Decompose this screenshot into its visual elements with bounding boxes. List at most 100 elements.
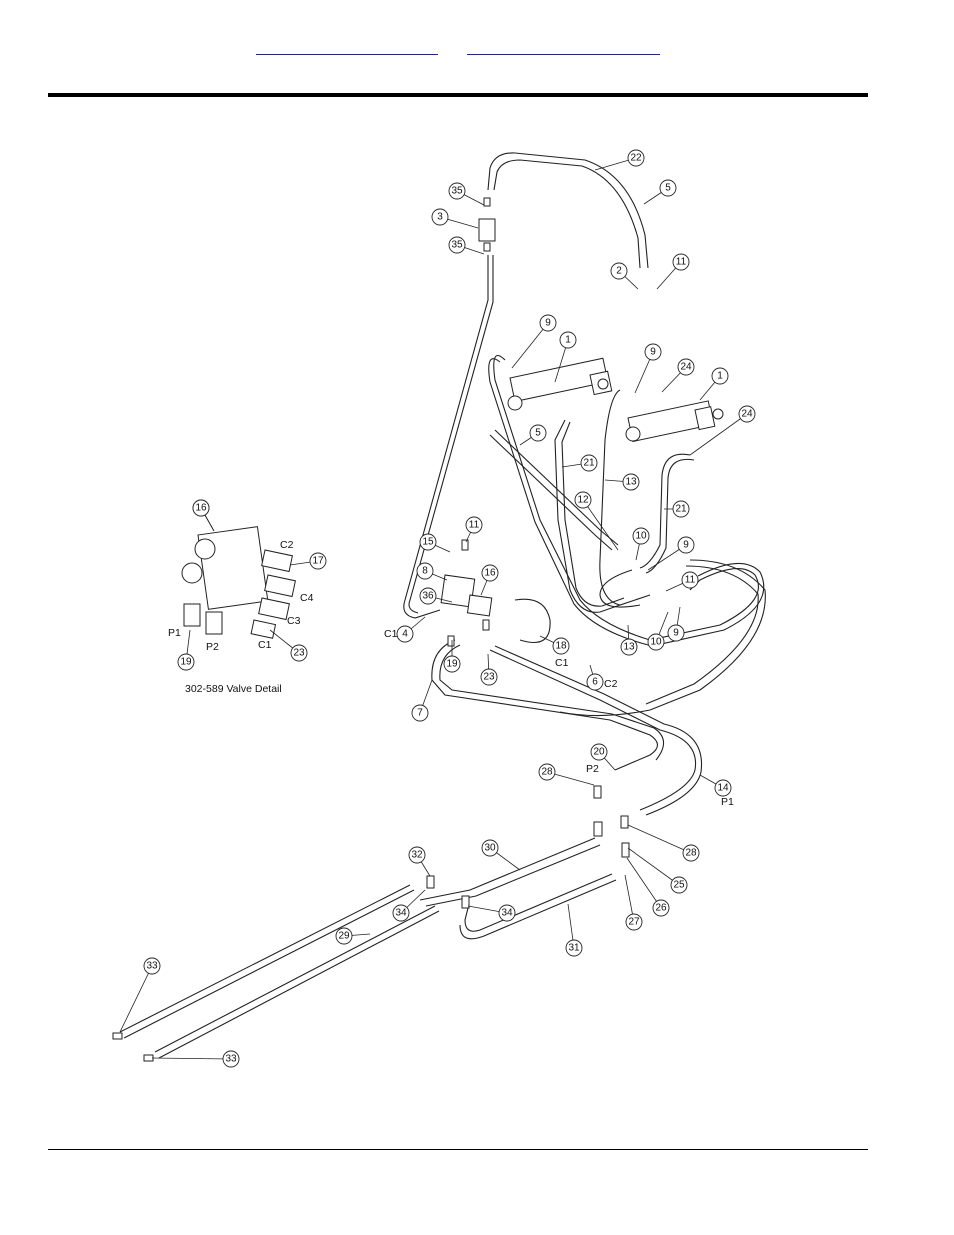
callout-5: 5 (643, 179, 677, 205)
callout-number: 19 (180, 657, 192, 668)
label-p2-hose: P2 (586, 763, 599, 775)
callout-circle (574, 491, 592, 509)
callout-number: 1 (565, 335, 571, 346)
callout-circle (627, 149, 645, 167)
callout-21: 21 (561, 454, 598, 472)
callout-number: 25 (673, 880, 685, 891)
callout-1: 1 (699, 367, 729, 401)
callout-11: 11 (465, 516, 483, 543)
callout-circle (565, 939, 583, 957)
nav-link-1[interactable] (256, 40, 438, 55)
callout-number: 13 (625, 477, 637, 488)
callout-number: 27 (628, 917, 640, 928)
callout-number: 26 (655, 903, 667, 914)
callout-circle (481, 564, 499, 582)
callout-29: 29 (335, 927, 371, 945)
lower-hoses (119, 837, 617, 1059)
callout-circle (481, 839, 499, 857)
callout-13: 13 (620, 624, 638, 656)
callout-number: 2 (616, 266, 622, 277)
callout-leader (119, 965, 153, 1033)
callout-19: 19 (443, 640, 461, 673)
callout-circle (586, 673, 604, 691)
callout-5: 5 (519, 424, 547, 446)
callout-circle (480, 668, 498, 686)
label-detail-c3: C3 (287, 615, 301, 627)
callout-number: 8 (422, 566, 428, 577)
callout-23: 23 (480, 653, 498, 686)
callout-circle (539, 314, 557, 332)
callout-number: 7 (417, 708, 423, 719)
callout-circle (620, 638, 638, 656)
callout-number: 9 (545, 318, 551, 329)
callout-number: 9 (650, 347, 656, 358)
callout-28: 28 (538, 763, 595, 786)
callout-circle (647, 633, 665, 651)
callout-circle (677, 536, 695, 554)
callout-circle (610, 262, 628, 280)
callout-circle (559, 331, 577, 349)
callout-circle (644, 343, 662, 361)
callout-32: 32 (408, 846, 431, 877)
callout-1: 1 (554, 331, 577, 383)
callout-number: 11 (469, 520, 480, 531)
mid-hoses (431, 355, 766, 816)
callout-9: 9 (634, 343, 662, 394)
callout-circle (672, 500, 690, 518)
callout-number: 29 (338, 931, 350, 942)
callout-leader (627, 824, 692, 854)
nav-link-2[interactable] (467, 40, 660, 55)
callout-21: 21 (664, 500, 690, 518)
callout-number: 23 (483, 672, 495, 683)
callout-number: 28 (541, 767, 553, 778)
callout-circle (335, 927, 353, 945)
callout-number: 33 (225, 1054, 237, 1065)
callout-27: 27 (624, 874, 643, 931)
callout-35: 35 (448, 236, 485, 255)
callout-circle (419, 587, 437, 605)
callout-number: 4 (402, 629, 408, 640)
port-labels: C1 C1 C2 P1 P2 C2 C4 C3 C1 P1 P2 302-589… (168, 539, 734, 808)
callout-35: 35 (448, 182, 485, 206)
callout-number: 17 (312, 556, 324, 567)
callout-leader (151, 1057, 232, 1060)
callout-11: 11 (656, 253, 690, 290)
callout-circle (652, 899, 670, 917)
callout-circle (392, 904, 410, 922)
callout-circle (443, 655, 461, 673)
boom-hoses (403, 152, 649, 619)
callout-balloons: 2253533521191924124521132112109111091361… (119, 149, 756, 1068)
callout-number: 11 (685, 575, 696, 586)
callout-number: 5 (535, 428, 541, 439)
callout-number: 9 (673, 628, 679, 639)
callout-circle (625, 913, 643, 931)
callout-leader (582, 499, 619, 551)
callout-circle (682, 844, 700, 862)
header-rule (48, 93, 868, 97)
callout-15: 15 (419, 533, 451, 553)
label-detail-c1: C1 (258, 639, 272, 651)
tee-fittings (112, 785, 630, 1062)
callout-11: 11 (665, 571, 699, 592)
callout-22: 22 (594, 149, 645, 171)
callout-number: 6 (592, 677, 598, 688)
callout-circle (580, 454, 598, 472)
callout-number: 24 (680, 362, 692, 373)
callout-circle (465, 516, 483, 534)
callout-number: 34 (501, 908, 513, 919)
callout-number: 20 (593, 747, 605, 758)
callout-31: 31 (565, 903, 583, 957)
callout-24: 24 (689, 405, 756, 456)
callout-20: 20 (590, 743, 616, 771)
callout-circle (431, 208, 449, 226)
callout-circle (416, 562, 434, 580)
callout-number: 33 (146, 961, 158, 972)
callout-16: 16 (480, 564, 499, 596)
callout-circle (448, 182, 466, 200)
callout-circle (622, 473, 640, 491)
callout-number: 18 (555, 641, 567, 652)
valve-block (440, 539, 493, 647)
callout-24: 24 (661, 358, 695, 393)
label-detail-c2: C2 (280, 539, 294, 551)
callout-9: 9 (511, 314, 557, 369)
